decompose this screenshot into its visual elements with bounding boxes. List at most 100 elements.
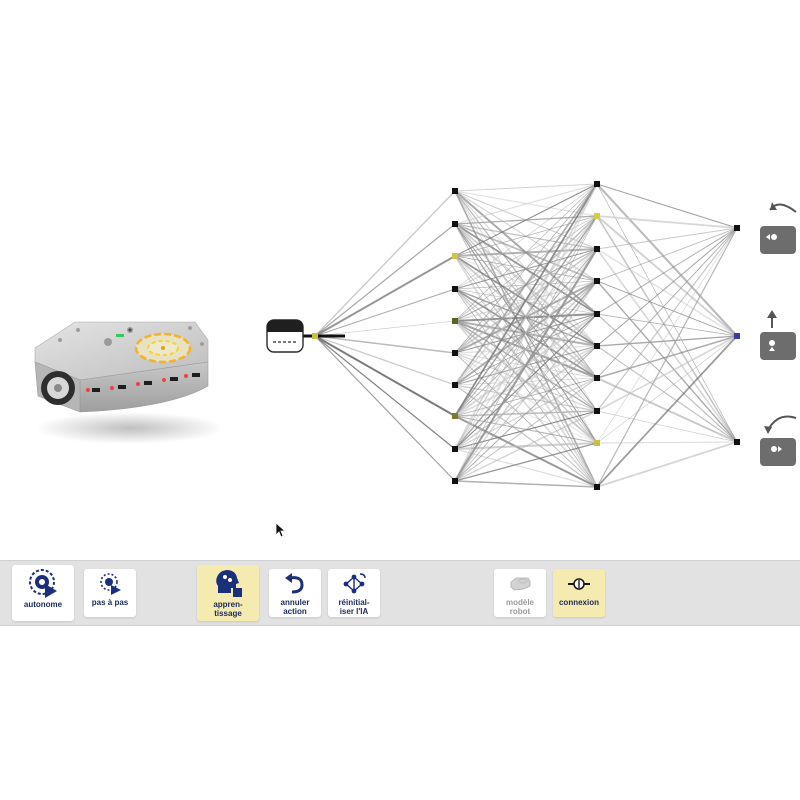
- connection-edge: [314, 190, 456, 337]
- connection-edge: [314, 335, 456, 417]
- neuron-node: [452, 318, 458, 324]
- neuron-node: [734, 225, 740, 231]
- connection-edge: [454, 255, 598, 488]
- connection-edge: [596, 280, 738, 443]
- connection-edge: [454, 415, 598, 488]
- thymio-robot-image: [34, 321, 220, 444]
- connection-edge: [596, 215, 738, 229]
- connection-edge: [454, 448, 598, 488]
- neuron-node: [452, 221, 458, 227]
- neuron-node: [734, 333, 740, 339]
- modele-robot-button[interactable]: modèle robot: [494, 569, 546, 617]
- connection-edge: [596, 335, 738, 347]
- network-reset-icon: [343, 573, 366, 594]
- connection-edge: [314, 335, 456, 450]
- connection-edge: [454, 183, 598, 417]
- modele-robot-label: modèle robot: [505, 598, 534, 616]
- step-play-icon: [100, 573, 121, 595]
- turn-left-icon: [760, 202, 797, 254]
- mouse-cursor-icon: [275, 522, 287, 538]
- connection-edge: [596, 227, 738, 250]
- neuron-node: [594, 246, 600, 252]
- neuron-node: [452, 188, 458, 194]
- neuron-node: [452, 350, 458, 356]
- connection-edge: [454, 442, 598, 482]
- connection-edge: [454, 377, 598, 482]
- connection-edge: [454, 183, 598, 192]
- go-forward-icon: [760, 310, 796, 360]
- neuron-node: [312, 333, 318, 339]
- connection-edge: [454, 183, 598, 225]
- autonome-button[interactable]: autonome: [12, 565, 74, 621]
- autonome-label: autonome: [23, 600, 63, 609]
- connection-edge: [314, 335, 456, 354]
- connection-edge: [596, 313, 738, 337]
- connection-icon: [568, 578, 590, 590]
- connection-edge: [596, 215, 738, 443]
- connection-edge: [454, 183, 598, 354]
- connection-edge: [454, 183, 598, 322]
- connection-edge: [454, 313, 598, 482]
- connection-edge: [454, 384, 598, 488]
- neuron-node: [594, 278, 600, 284]
- main-stage: [34, 181, 797, 538]
- network-nodes: [312, 181, 740, 490]
- connection-edge: [596, 248, 738, 337]
- connection-edge: [314, 335, 456, 482]
- pas-a-pas-button[interactable]: pas à pas: [84, 569, 136, 617]
- neuron-node: [594, 213, 600, 219]
- neuron-node: [594, 343, 600, 349]
- connection-edge: [596, 248, 738, 443]
- connection-edge: [454, 352, 598, 488]
- connection-edge: [596, 227, 738, 444]
- undo-icon: [285, 573, 304, 594]
- connection-edge: [454, 183, 598, 386]
- neuron-node: [594, 440, 600, 446]
- connection-edge: [596, 215, 738, 337]
- neuron-node: [452, 382, 458, 388]
- connection-edge: [314, 335, 456, 386]
- apprentissage-label: appren- tissage: [213, 600, 243, 618]
- connection-edge: [454, 215, 598, 482]
- turn-right-icon: [760, 415, 797, 466]
- connection-edge: [596, 183, 738, 443]
- connection-edge: [596, 441, 738, 488]
- connection-edge: [596, 183, 738, 337]
- connection-edge: [454, 280, 598, 482]
- network-connections: [303, 183, 738, 488]
- reinitialiser-ia-button[interactable]: réinitial- iser l'IA: [328, 569, 380, 617]
- connection-edge: [454, 183, 598, 257]
- robot-model-icon: [510, 577, 531, 591]
- connection-edge: [454, 183, 598, 290]
- pas-a-pas-label: pas à pas: [91, 598, 129, 607]
- connection-edge: [596, 227, 738, 315]
- connection-edge: [596, 410, 738, 443]
- apprentissage-button[interactable]: appren- tissage: [197, 565, 259, 621]
- connection-edge: [596, 183, 738, 229]
- bottom-toolbar: autonome pas à pas appren- tissage annul…: [0, 560, 800, 626]
- connection-edge: [596, 335, 738, 444]
- connexion-button[interactable]: connexion: [553, 569, 605, 617]
- connection-edge: [314, 255, 456, 337]
- connection-edge: [454, 480, 598, 488]
- connection-edge: [454, 248, 598, 482]
- neuron-node: [594, 408, 600, 414]
- neuron-node: [594, 181, 600, 187]
- connection-edge: [596, 227, 738, 282]
- neural-network-diagram: [266, 181, 797, 490]
- connection-edge: [454, 410, 598, 482]
- connection-edge: [596, 345, 738, 443]
- connection-edge: [454, 320, 598, 488]
- connection-edge: [454, 288, 598, 488]
- connection-edge: [596, 227, 738, 347]
- autonomous-play-icon: [29, 569, 57, 598]
- connection-edge: [596, 227, 738, 412]
- connection-edge: [596, 441, 738, 444]
- connection-edge: [314, 223, 456, 337]
- neuron-node: [452, 413, 458, 419]
- connection-edge: [596, 335, 738, 488]
- neuron-node: [594, 311, 600, 317]
- annuler-action-button[interactable]: annuler action: [269, 569, 321, 617]
- neuron-node: [452, 446, 458, 452]
- neuron-node: [594, 375, 600, 381]
